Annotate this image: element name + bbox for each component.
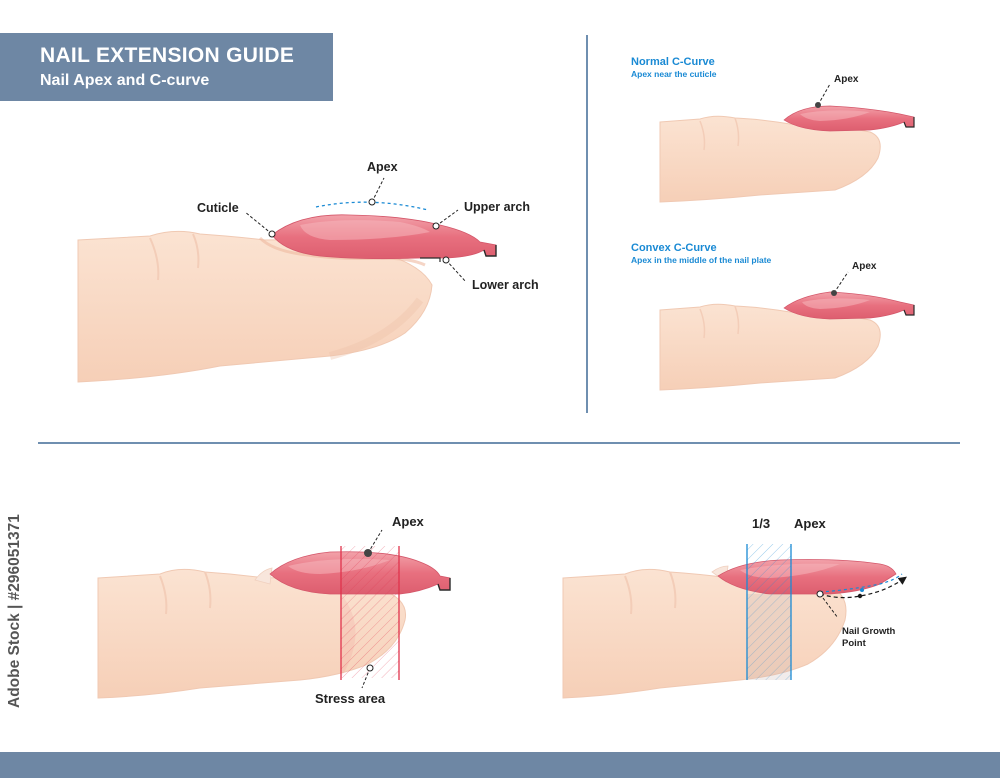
growth-dot-1 xyxy=(857,593,863,599)
convex-curve-title: Convex C-Curve xyxy=(631,242,717,254)
growth-apex-label: Apex xyxy=(794,516,827,531)
growth-point-label-line1: Nail Growth xyxy=(842,626,896,637)
growth-point-label-line2: Point xyxy=(842,638,867,649)
main-leaders xyxy=(244,177,467,283)
label-apex-main: Apex xyxy=(367,160,398,174)
stress-area-marker xyxy=(366,664,374,672)
title-banner xyxy=(0,33,333,101)
horizontal-divider xyxy=(38,442,960,444)
convex-curve-caption: Apex in the middle of the nail plate xyxy=(631,255,772,265)
normal-finger xyxy=(659,115,881,203)
stress-finger xyxy=(97,567,407,699)
normal-apex-leader xyxy=(817,83,831,106)
stress-apex-leader xyxy=(367,529,383,554)
label-lower-arch: Lower arch xyxy=(472,278,539,292)
stress-area-leader xyxy=(361,667,371,689)
growth-dot-2 xyxy=(860,588,864,592)
growth-arch-guide xyxy=(819,573,903,593)
growth-point-leader xyxy=(819,593,839,619)
stress-area-label: Stress area xyxy=(315,691,386,706)
convex-finger xyxy=(659,303,881,391)
convex-nail xyxy=(783,291,915,320)
main-nail xyxy=(271,214,497,262)
convex-apex-dot xyxy=(831,290,837,296)
normal-apex-dot xyxy=(815,102,821,108)
stress-apex-dot xyxy=(364,549,372,557)
growth-third-zone xyxy=(746,544,792,680)
page-title: NAIL EXTENSION GUIDE xyxy=(40,44,295,67)
main-markers xyxy=(268,198,450,264)
convex-apex-leader xyxy=(833,271,849,294)
normal-curve-caption: Apex near the cuticle xyxy=(631,69,717,79)
normal-nail xyxy=(783,105,915,132)
convex-apex-label: Apex xyxy=(852,261,877,272)
growth-point-marker xyxy=(816,590,824,598)
footer-bar xyxy=(0,752,1000,778)
main-finger xyxy=(77,230,433,383)
stress-apex-label: Apex xyxy=(392,514,425,529)
one-third-label: 1/3 xyxy=(752,516,770,531)
normal-curve-title: Normal C-Curve xyxy=(631,56,715,68)
growth-nail xyxy=(717,559,897,595)
label-cuticle: Cuticle xyxy=(197,201,239,215)
page-subtitle: Nail Apex and C-curve xyxy=(40,72,210,89)
label-upper-arch: Upper arch xyxy=(464,200,530,214)
normal-apex-label: Apex xyxy=(834,74,859,85)
vertical-divider xyxy=(586,35,588,413)
stress-area-zone xyxy=(340,546,400,680)
